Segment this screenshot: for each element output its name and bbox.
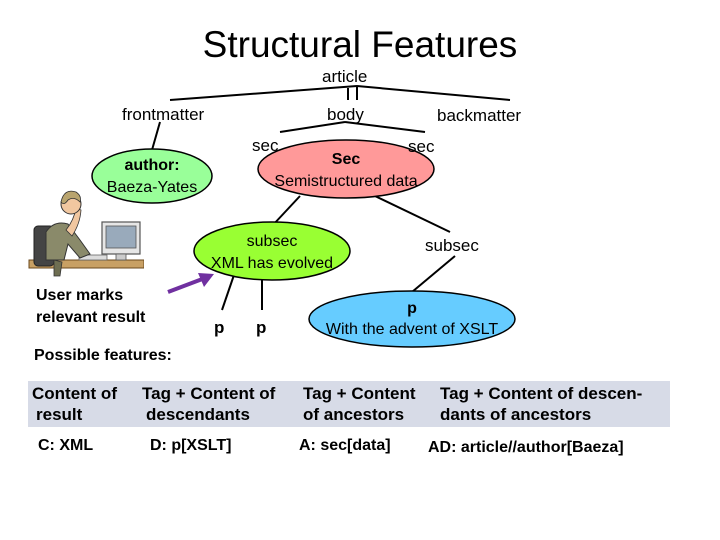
person-at-computer-icon [28,190,144,277]
subsec-right-label: subsec [425,236,479,255]
feature-tag-content-descendants: Tag + Content of descendants [132,381,296,427]
user-marks-line1: User marks [36,287,124,304]
frontmatter-label: frontmatter [122,105,205,124]
page-title: Structural Features [202,24,518,65]
p1-label: p [214,318,225,337]
p-node-content: With the advent of XSLT [325,321,499,338]
body-label: body [327,105,364,124]
possible-features-heading: Possible features: [34,347,172,364]
p2-label: p [256,318,267,337]
feature-1-line2: result [36,405,83,424]
author-value: Baeza-Yates [106,179,198,196]
feature-2-line2: descendants [146,405,250,424]
feature-tag-content-descendants-of-ancestors: Tag + Content of descen- dants of ancest… [432,381,670,427]
feature-3-line2: of ancestors [303,405,405,424]
sec-node-content: Semistructured data [274,173,418,190]
sec-node [257,139,435,199]
sec-left-label: sec [252,136,279,155]
p-node-tag: p [407,300,417,317]
example-ad: AD: article//author[Baeza] [428,439,624,456]
article-label: article [322,67,368,86]
feature-tag-content-ancestors: Tag + Content of ancestors [295,381,433,427]
backmatter-label: backmatter [437,106,522,125]
author-node [91,148,213,204]
feature-3-line1: Tag + Content [303,384,416,403]
feature-content-of-result: Content of result [28,381,132,427]
p-node [308,290,516,348]
subsec-node-content: XML has evolved [210,255,334,272]
feature-1-line1: Content of [32,384,117,403]
sec-node-tag: Sec [331,151,361,168]
example-d: D: p[XSLT] [150,437,232,454]
user-marks-line2: relevant result [36,309,146,326]
feature-4-line2: dants of ancestors [440,405,592,424]
example-a: A: sec[data] [299,437,391,454]
subsec-node [193,221,351,281]
example-c: C: XML [38,437,94,454]
feature-4-line1: Tag + Content of descen- [440,384,643,403]
feature-2-line1: Tag + Content of [142,384,276,403]
subsec-node-tag: subsec [246,233,298,250]
sec-right-label: sec [408,137,435,156]
author-label: author: [124,157,180,174]
